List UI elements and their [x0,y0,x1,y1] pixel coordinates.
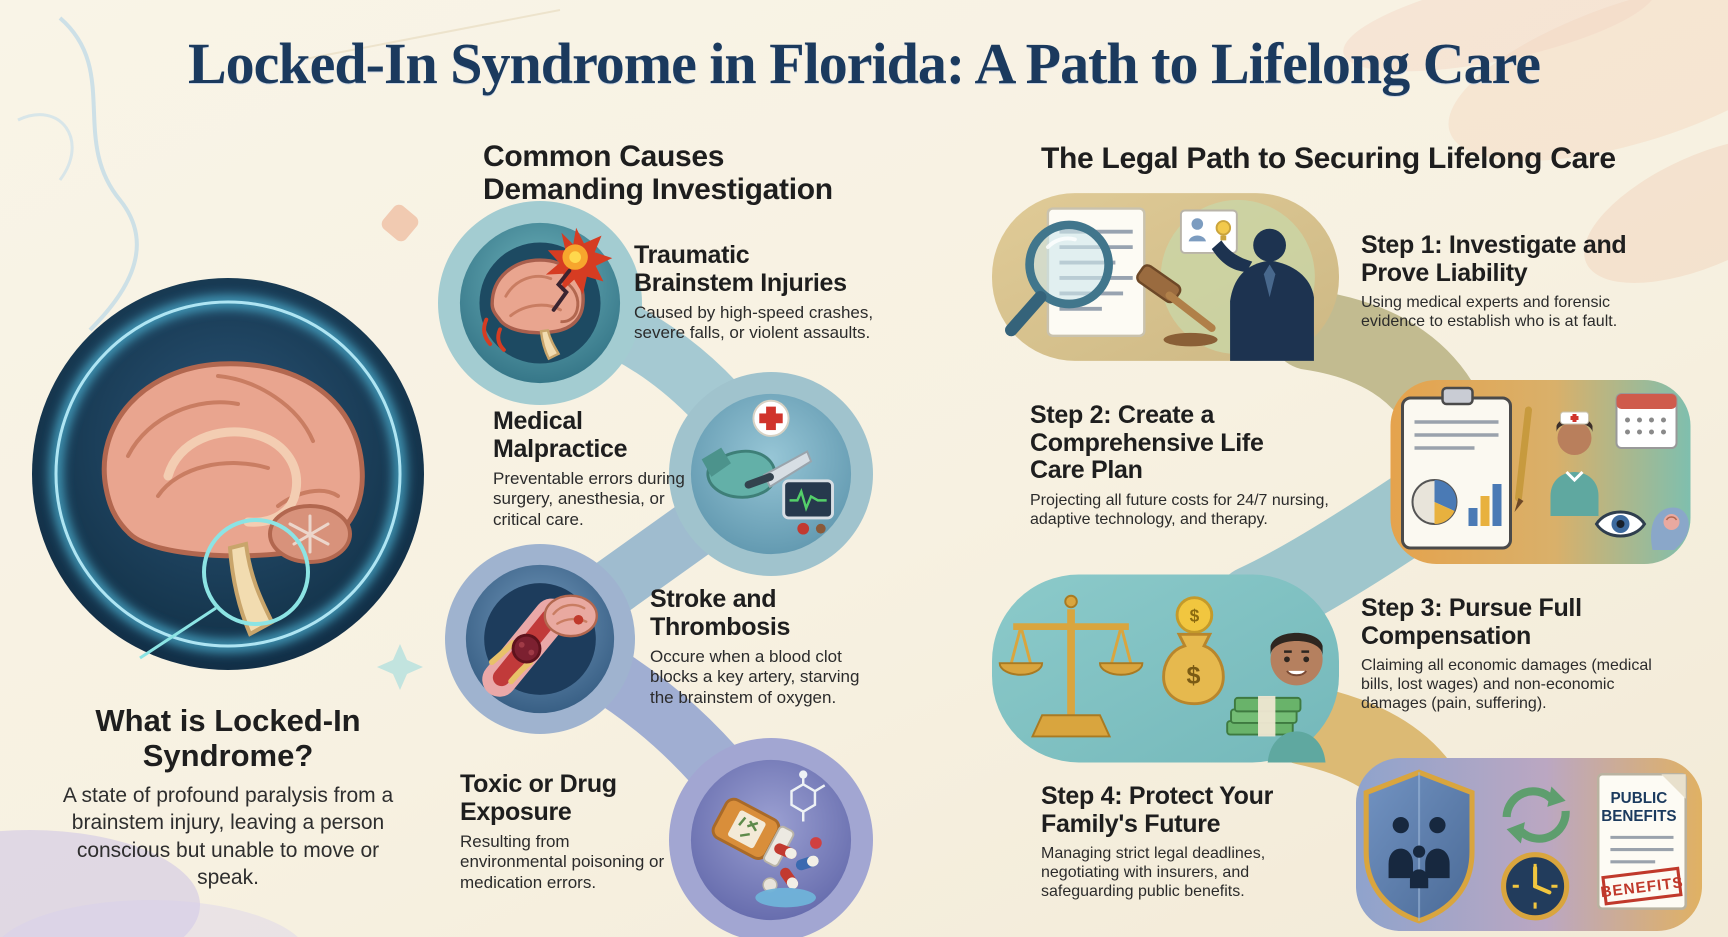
spill-puddle [755,887,816,908]
step-item: Step 1: Investigate and Prove Liability … [1361,231,1671,331]
scales-of-justice-icon [998,594,1144,738]
impact-burst-icon [545,227,613,295]
coin-icon: $ [1175,596,1214,634]
compensation-icon: $ $ [992,574,1339,763]
step-description: Managing strict legal deadlines, negotia… [1041,845,1266,901]
calendar-icon [1615,393,1678,449]
cause-description: Caused by high-speed crashes, severe fal… [634,303,874,343]
lightbulb-icon [1215,220,1232,236]
pills-icon [755,837,822,908]
clock-icon [1501,852,1570,921]
step-title: Step 2: Create a Comprehensive Life Care… [1030,401,1264,484]
blood-clot [511,633,542,664]
cause-title: Toxic or Drug Exposure [460,770,617,826]
blue-swirl-line [58,16,139,332]
lavender-blob [0,830,200,937]
red-cross-icon [752,399,790,437]
step-description: Claiming all economic damages (medical b… [1361,657,1652,713]
lawyer-silhouette-icon [1211,228,1314,361]
step-description: Using medical experts and forensic evide… [1361,294,1618,331]
brain-illustration [32,278,424,670]
mini-brain-icon [543,594,598,638]
artery-clot-icon [465,564,615,714]
nurse-icon [1550,411,1599,516]
clipboard-icon [1401,386,1512,550]
step-title: Step 1: Investigate and Prove Liability [1361,231,1627,287]
pie-chart-icon [1411,479,1458,525]
cause-item: Medical Malpractice Preventable errors d… [493,407,698,530]
head-profiles-icon [1651,507,1689,550]
sparkle-icon [377,644,423,690]
cause-description: Preventable errors during surgery, anest… [493,469,685,529]
pen-icon [1514,406,1532,512]
step-item: Step 3: Pursue Full Compensation Claimin… [1361,594,1681,714]
impact-lines [482,317,506,352]
spilled-pills-icon [690,759,852,921]
magnifying-glass-icon [1005,220,1113,337]
step-item: Step 2: Create a Comprehensive Life Care… [1030,401,1335,529]
investigation-gavel-icon [992,193,1339,361]
step-item: Step 4: Protect Your Family's Future Man… [1041,782,1331,902]
step-title: Step 3: Pursue Full Compensation [1361,594,1582,650]
family-protection-icon: PUBLIC BENEFITS BENEFITS [1356,758,1702,931]
benefits-doc-line1: PUBLIC [1611,790,1668,807]
diamond-shape [381,204,419,242]
cause-description: Resulting from environmental poisoning o… [460,832,665,892]
peach-wave [1448,0,1728,161]
benefits-doc-line2: BENEFITS [1601,808,1676,825]
svg-text:$: $ [1186,661,1200,689]
cause-item: Traumatic Brainstem Injuries Caused by h… [634,241,874,344]
money-bag-icon: $ [1162,632,1225,706]
gavel-icon [1136,264,1218,347]
step-title: Step 4: Protect Your Family's Future [1041,782,1274,838]
gloved-hand-icon [701,447,777,499]
step-description: Projecting all future costs for 24/7 nur… [1030,491,1329,528]
brainstem-highlight-ring [202,518,310,626]
intro-description: A state of profound paralysis from a bra… [62,784,394,889]
cause-item: Toxic or Drug Exposure Resulting from en… [460,770,680,893]
surgical-hand-icon [690,393,852,555]
bar-chart-icon [1468,484,1502,526]
ecg-monitor-icon [782,479,834,535]
artery-icon [482,598,569,697]
causes-heading: Common Causes Demanding Investigation [483,140,833,206]
chemical-structure-icon [790,770,826,822]
brain-icon [101,361,365,637]
legal-path-heading: The Legal Path to Securing Lifelong Care [1041,142,1616,175]
scalpel-icon [744,450,813,489]
claimant-icon [1267,632,1326,763]
crack-line [551,268,572,312]
evidence-card-icon [1179,209,1238,254]
eye-icon [1594,510,1647,538]
intro-heading: What is Locked-In Syndrome? [95,703,361,773]
pill-bottle-icon [711,797,795,867]
benefits-document-icon: PUBLIC BENEFITS BENEFITS [1596,773,1687,910]
cause-item: Stroke and Thrombosis Occure when a bloo… [650,585,868,708]
life-care-plan-icon [1390,380,1691,564]
family-shield-icon [1363,769,1475,924]
cash-stack-icon [1226,695,1302,737]
page-title: Locked-In Syndrome in Florida: A Path to… [187,31,1541,96]
cause-title: Traumatic Brainstem Injuries [634,241,847,297]
cause-description: Occure when a blood clot blocks a key ar… [650,647,860,707]
svg-text:$: $ [1190,606,1200,626]
cause-title: Medical Malpractice [493,407,628,463]
cause-title: Stroke and Thrombosis [650,585,791,641]
brainstem [227,541,275,637]
injured-brain-icon [459,222,621,384]
